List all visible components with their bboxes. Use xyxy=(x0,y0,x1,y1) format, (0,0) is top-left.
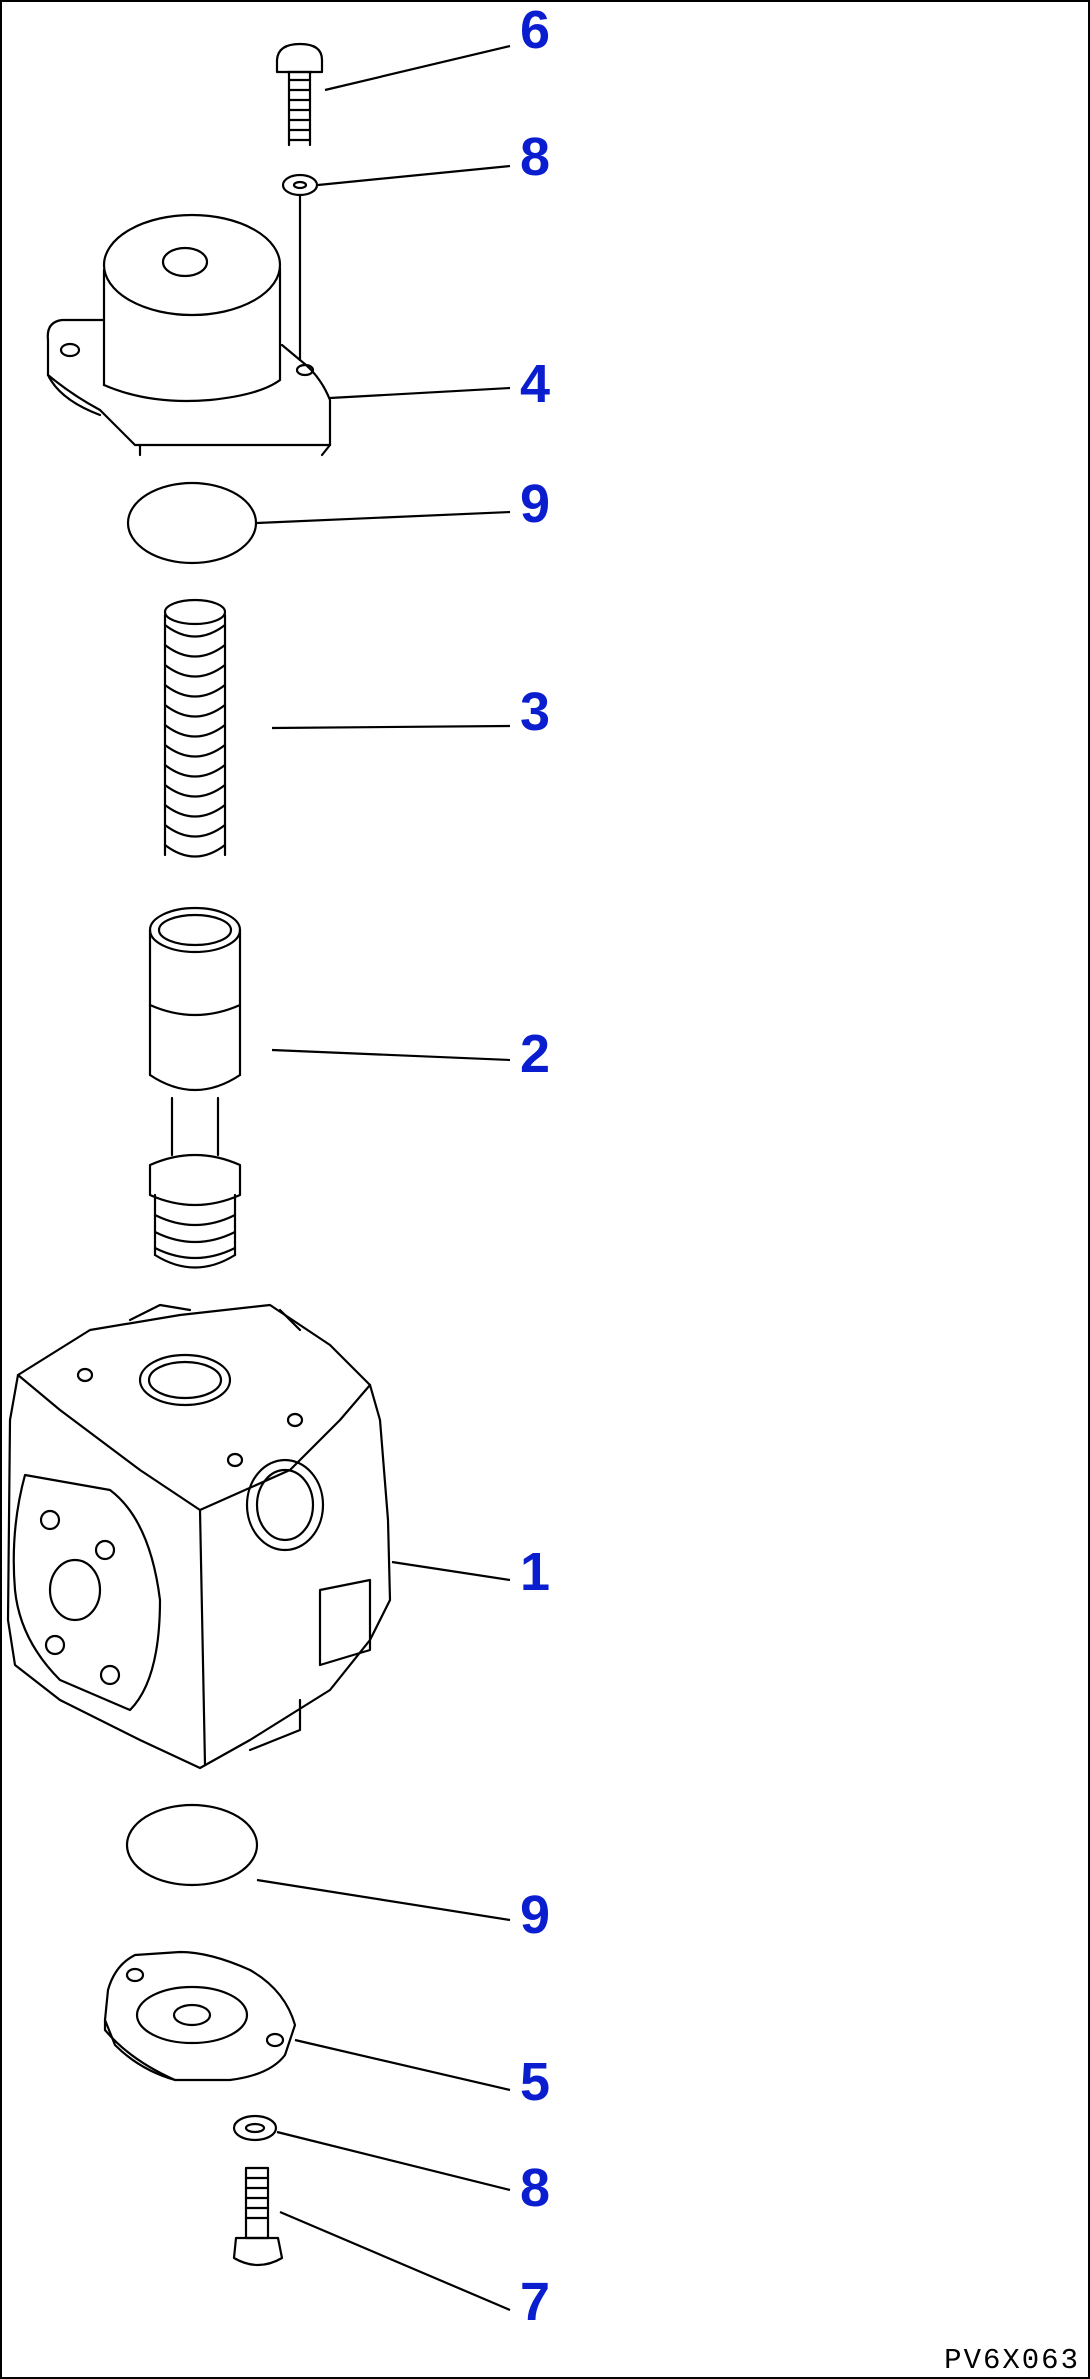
callout-9-bottom: 9 xyxy=(520,1885,550,1945)
callout-1: 1 xyxy=(520,1542,550,1602)
part-spool xyxy=(148,906,242,1269)
callout-8-top: 8 xyxy=(520,127,550,187)
callout-4: 4 xyxy=(520,354,550,414)
callout-7: 7 xyxy=(520,2272,550,2332)
part-washer-bottom xyxy=(232,2114,278,2142)
part-washer-top xyxy=(281,173,319,362)
figure-code: PV6X063 xyxy=(944,2344,1080,2377)
callout-8-bottom: 8 xyxy=(520,2158,550,2218)
callout-6: 6 xyxy=(520,0,550,60)
part-valve-body xyxy=(6,1303,392,1770)
part-cover-plate xyxy=(103,1950,297,2082)
part-bolt-top xyxy=(275,42,324,147)
leader-lines xyxy=(256,44,511,2312)
part-o-ring-bottom xyxy=(125,1803,259,1887)
part-bolt-bottom xyxy=(232,2166,284,2267)
part-cap xyxy=(46,213,332,457)
callout-5: 5 xyxy=(520,2052,550,2112)
part-spring xyxy=(163,598,227,858)
part-o-ring-top xyxy=(126,481,258,565)
callout-3: 3 xyxy=(520,682,550,742)
callout-9-top: 9 xyxy=(520,474,550,534)
callout-2: 2 xyxy=(520,1024,550,1084)
